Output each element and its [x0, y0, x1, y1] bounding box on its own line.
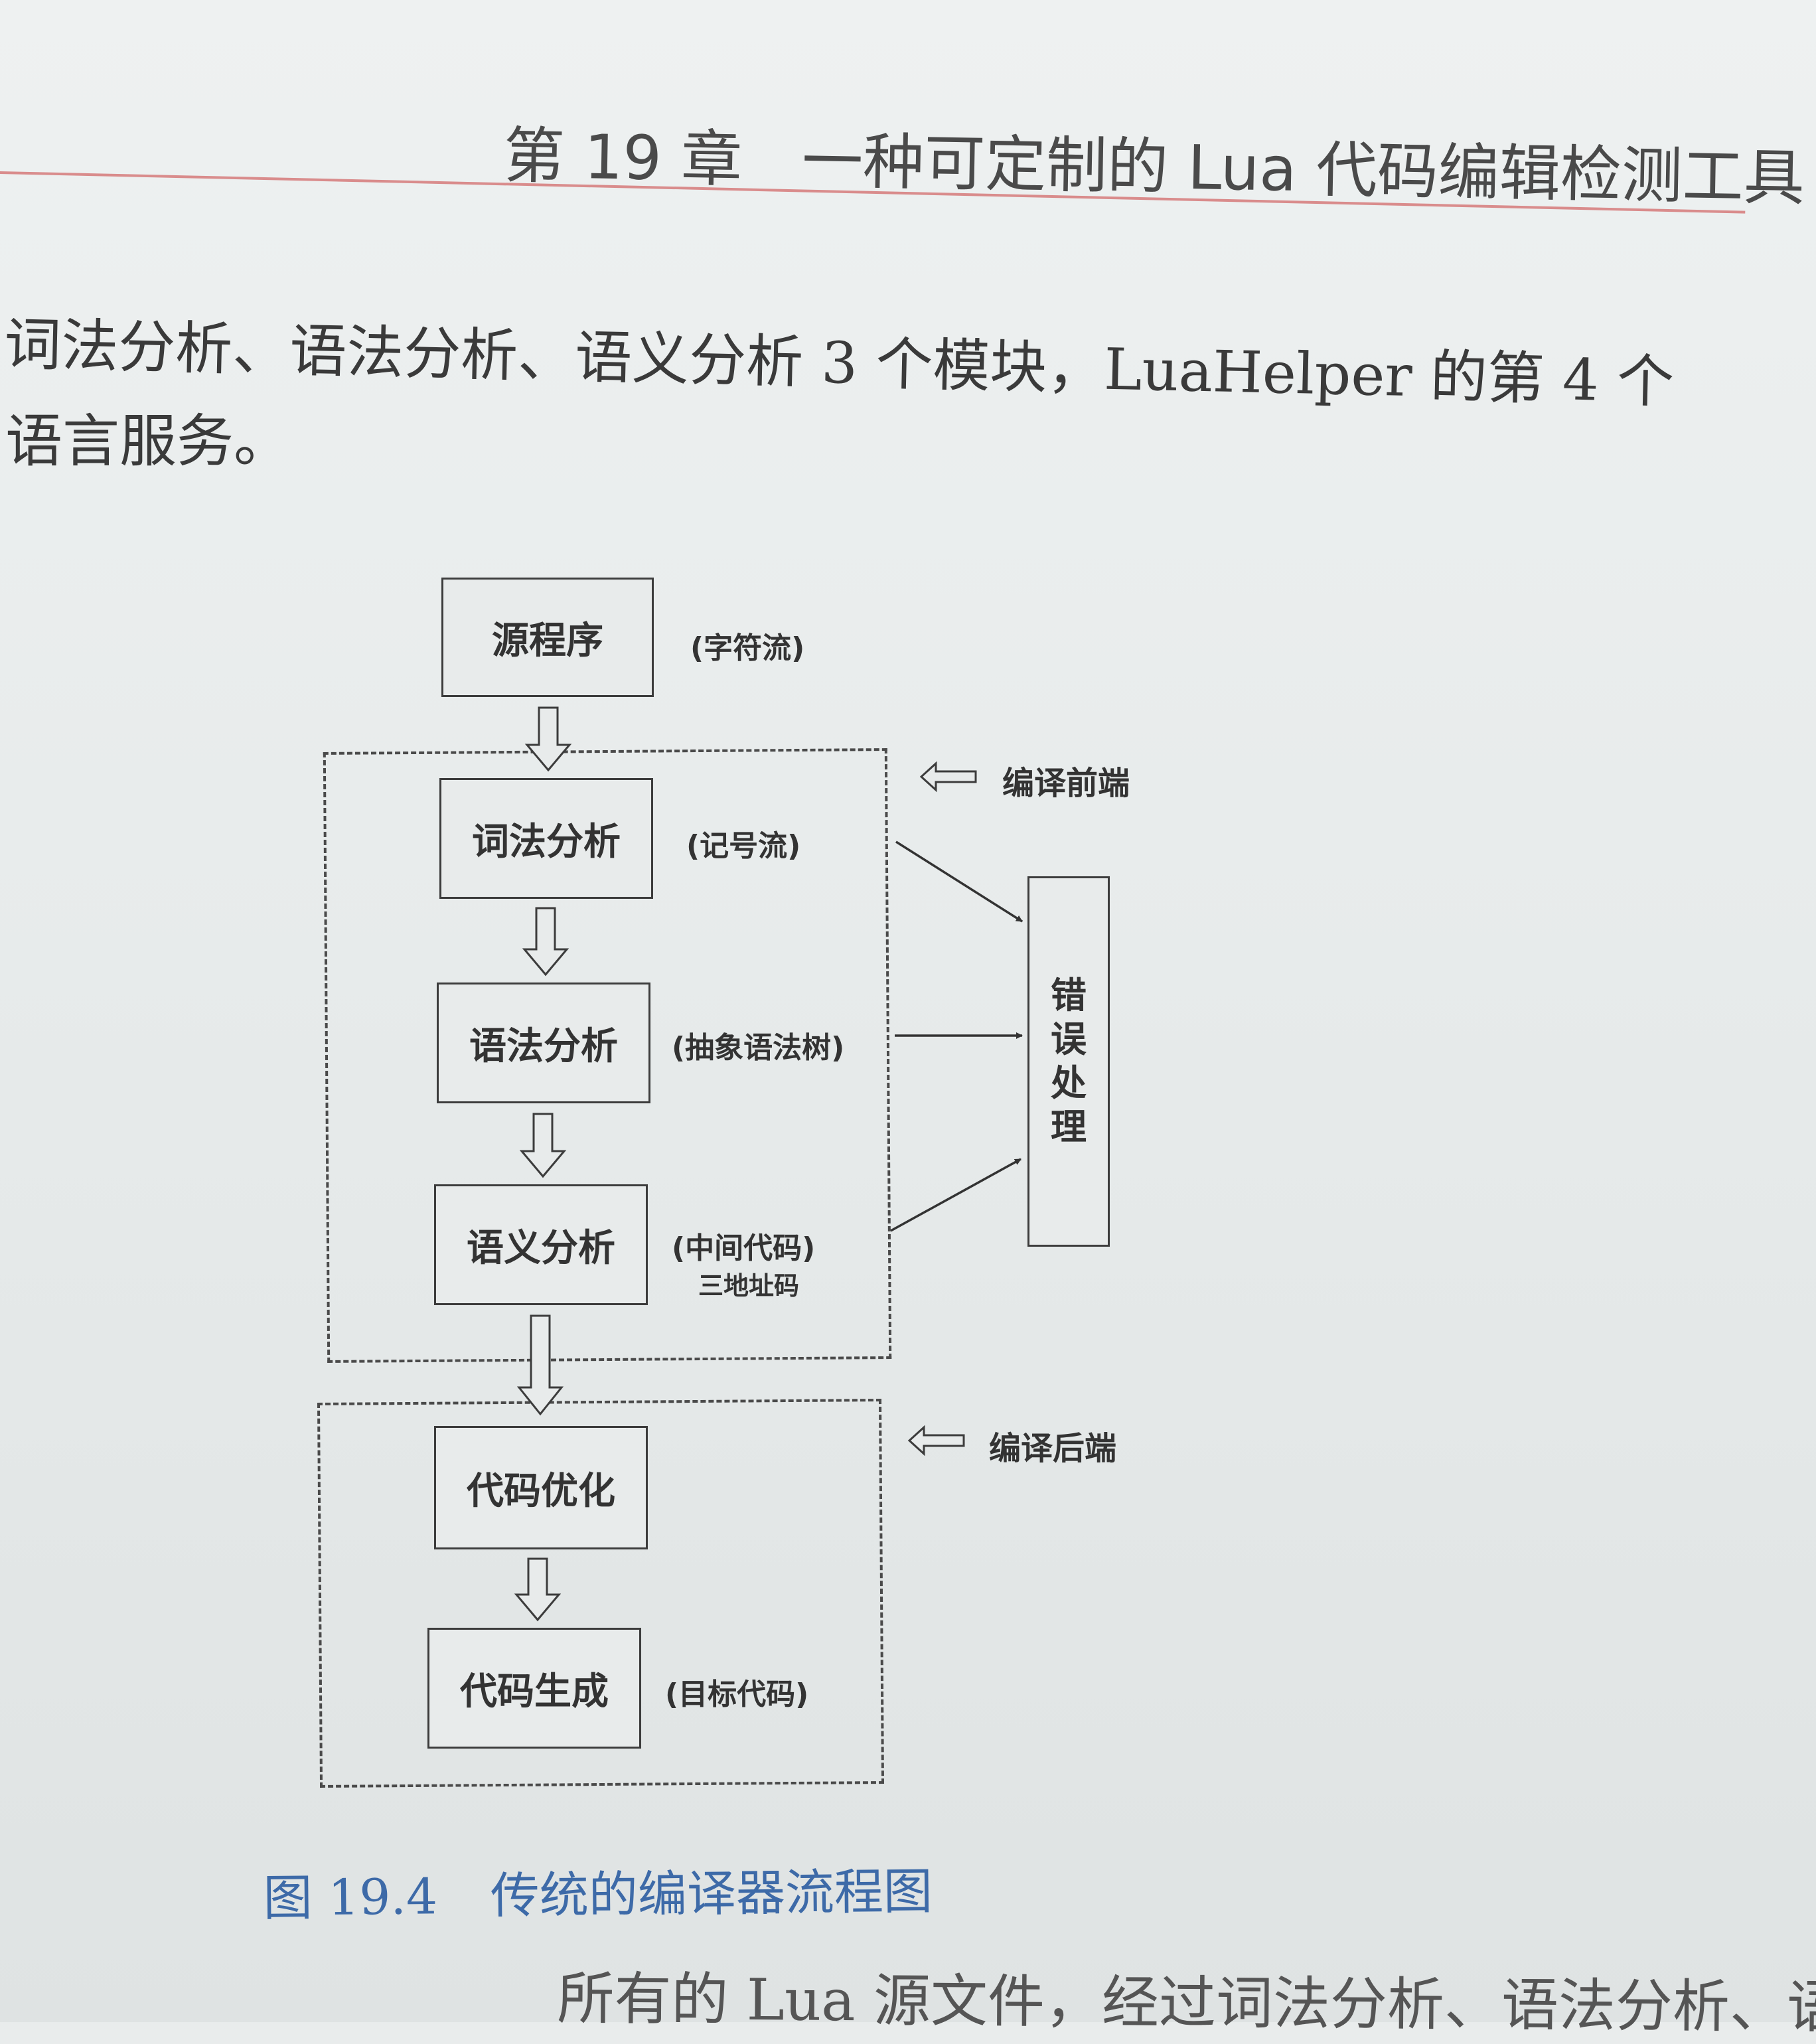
- compiler-flow-diagram: 源程序 (字符流) 词法分析 (记号流) 语法分析 (抽象语法树) 语义分析 (…: [292, 558, 1221, 1819]
- box-source-label: 源程序: [492, 619, 603, 663]
- error-arrow-lexer: [895, 840, 1023, 923]
- note-three-address-code: 三地址码: [698, 1271, 800, 1300]
- label-compiler-frontend: 编译前端: [1002, 765, 1130, 802]
- note-target-code: (目标代码): [665, 1678, 809, 1711]
- body-text-line-2: 语言服务。: [5, 408, 291, 475]
- box-error-handling: 错 误 处 理: [1027, 876, 1110, 1247]
- figure-caption: 图 19.4 传统的编译器流程图: [263, 1851, 933, 1930]
- down-arrow-3: [519, 1113, 567, 1178]
- down-arrow-4: [516, 1314, 564, 1416]
- note-token-stream: (记号流): [686, 829, 801, 863]
- box-semantic-analysis: 语义分析: [434, 1184, 648, 1305]
- box-parser-label: 语法分析: [469, 1024, 618, 1068]
- box-code-optimization: 代码优化: [434, 1426, 648, 1549]
- chapter-header: 第 19 章一种可定制的 Lua 代码编辑检测工具: [503, 106, 1805, 221]
- error-char-3: 处: [1051, 1062, 1087, 1104]
- note-char-stream: (字符流): [690, 631, 805, 665]
- box-code-generation: 代码生成: [427, 1628, 641, 1749]
- box-syntax-analysis: 语法分析: [437, 983, 650, 1103]
- box-lexer-label: 词法分析: [472, 820, 621, 864]
- error-char-2: 误: [1051, 1018, 1087, 1060]
- down-arrow-2: [522, 907, 569, 977]
- down-arrow-1: [524, 706, 572, 772]
- error-arrow-semantic: [890, 1158, 1022, 1232]
- figure-number: 图 19.4: [263, 1868, 438, 1927]
- box-source-program: 源程序: [441, 578, 654, 697]
- figure-title: 传统的编译器流程图: [490, 1863, 933, 1925]
- diagram-arrows: [514, 706, 1023, 1622]
- box-lexical-analysis: 词法分析: [439, 778, 653, 899]
- box-optimize-label: 代码优化: [467, 1469, 615, 1513]
- box-semantic-label: 语义分析: [467, 1226, 615, 1270]
- box-codegen-label: 代码生成: [460, 1670, 609, 1713]
- note-intermediate-code: (中间代码): [672, 1231, 816, 1265]
- down-arrow-5: [514, 1557, 562, 1622]
- error-char-1: 错: [1051, 975, 1087, 1016]
- error-char-4: 理: [1051, 1106, 1087, 1148]
- body-text-line-3: 所有的 Lua 源文件，经过词法分析、语法分析、语: [557, 1965, 1816, 2041]
- frontend-pointer-arrow: [919, 761, 977, 793]
- note-ast: (抽象语法树): [672, 1031, 845, 1065]
- label-compiler-backend: 编译后端: [989, 1430, 1117, 1467]
- backend-pointer-arrow: [907, 1425, 965, 1456]
